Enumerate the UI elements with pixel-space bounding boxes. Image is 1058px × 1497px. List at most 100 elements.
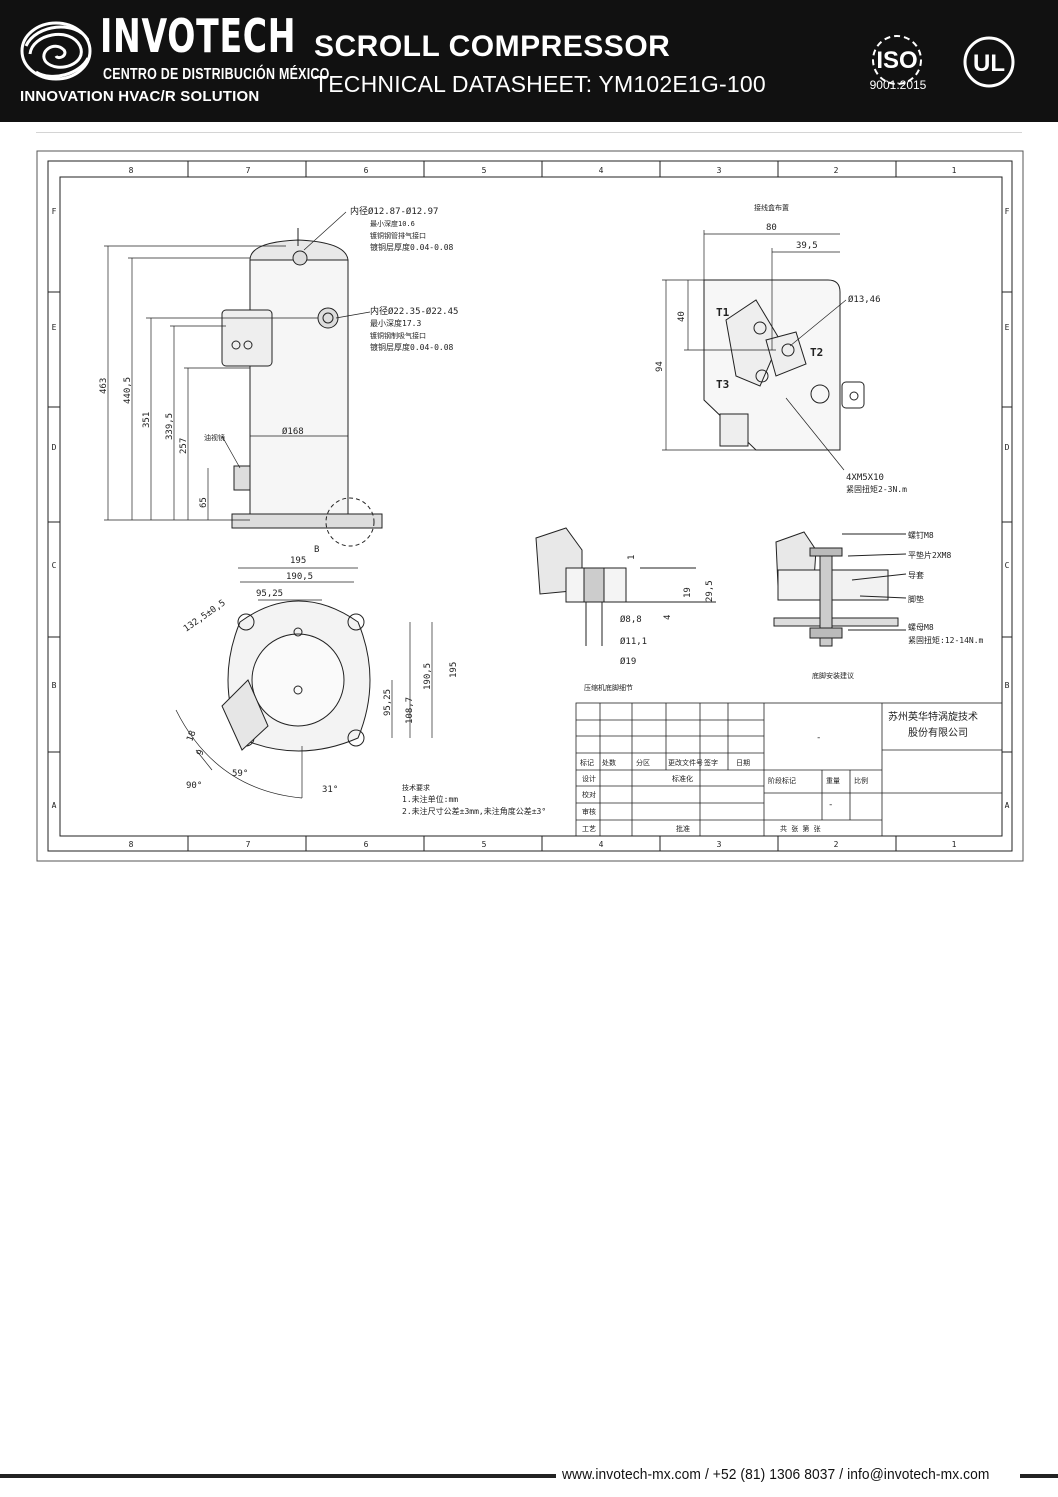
tb-dash2: - xyxy=(828,800,833,810)
col-label: 6 xyxy=(364,166,369,175)
col-label: 1 xyxy=(952,840,957,849)
row-label: B xyxy=(1005,681,1010,690)
side-dimensions xyxy=(104,211,371,521)
dim-168: Ø168 xyxy=(282,426,304,437)
iso-year: 9001:2015 xyxy=(869,78,927,92)
dim-4405: 440,5 xyxy=(123,377,133,404)
dim-18: 18 xyxy=(185,729,198,743)
dim-111: Ø11,1 xyxy=(620,636,647,647)
row-label: A xyxy=(52,801,57,810)
footer-rule-end xyxy=(1020,1474,1058,1478)
tb-dash: - xyxy=(816,733,821,743)
col-label: 6 xyxy=(364,840,369,849)
mount-recommendation xyxy=(773,531,907,647)
detail-b-label: B xyxy=(314,545,319,555)
dim-9525-h: 95,25 xyxy=(256,589,283,599)
mount-torque: 紧固扭矩:12-14N.m xyxy=(908,635,984,645)
tb-h-count: 处数 xyxy=(602,758,616,767)
note-2: 2.未注尺寸公差±3mm,未注角度公差±3° xyxy=(402,806,546,816)
col-label: 5 xyxy=(482,840,487,849)
brand-name: INVOTECH xyxy=(100,9,297,63)
title-block xyxy=(575,702,1003,837)
dim-4: 4 xyxy=(663,615,673,620)
col-label: 3 xyxy=(717,840,722,849)
tb-h-sign: 签字 xyxy=(704,758,718,767)
suction-note: 内径Ø22.35-Ø22.45 xyxy=(370,305,458,317)
dim-80: 80 xyxy=(766,223,777,233)
dim-295: 29,5 xyxy=(705,580,715,602)
angle-59: 59° xyxy=(232,769,248,779)
row-label: C xyxy=(1005,561,1010,570)
header-banner: INVOTECH CENTRO DE DISTRIBUCIÓN MÉXICO I… xyxy=(0,0,1058,122)
dim-19: 19 xyxy=(683,587,693,598)
row-label: E xyxy=(1005,323,1010,332)
col-label: 8 xyxy=(129,840,134,849)
dim-94: 94 xyxy=(655,361,665,372)
note-1: 1.未注单位:mm xyxy=(402,794,458,804)
tb-r-standard: 标准化 xyxy=(672,774,693,783)
dim-9: 9 xyxy=(195,749,206,758)
t2-label: T2 xyxy=(810,346,823,359)
col-label: 8 xyxy=(129,166,134,175)
tb-r-check: 校对 xyxy=(582,790,596,799)
footer-rule xyxy=(0,1474,556,1478)
sleeve-label: 导套 xyxy=(908,570,924,580)
col-label: 1 xyxy=(952,166,957,175)
ul-mark-icon: UL xyxy=(963,36,1015,88)
angle-90: 90° xyxy=(186,781,202,791)
company-name-2: 股份有限公司 xyxy=(908,726,968,739)
tb-h-zone: 分区 xyxy=(636,758,650,767)
tb-h-scale: 比例 xyxy=(854,776,868,785)
oil-sight-label: 油视镜 xyxy=(204,433,225,442)
row-label: F xyxy=(1005,207,1010,216)
row-label: C xyxy=(52,561,57,570)
screw-note: 4XM5X10 xyxy=(846,473,884,483)
tb-h-doc: 更改文件号 xyxy=(668,758,703,767)
tb-r-review: 审核 xyxy=(582,807,596,816)
terminal-box-view xyxy=(703,279,865,451)
dim-1325: 132,5±0,5 xyxy=(182,598,228,634)
ul-text: UL xyxy=(973,50,1005,77)
tb-h-weight: 重量 xyxy=(826,777,840,785)
dim-88: Ø8,8 xyxy=(620,614,642,625)
suction-note: 镀铜钢制吸气接口 xyxy=(370,331,426,340)
tb-r-design: 设计 xyxy=(582,774,596,783)
dim-195-v: 195 xyxy=(449,662,459,678)
washer-label: 平垫片2XM8 xyxy=(908,550,951,560)
col-label: 2 xyxy=(834,840,839,849)
tb-r-process: 工艺 xyxy=(582,825,596,833)
col-label: 7 xyxy=(246,840,251,849)
dim-1905-v: 190,5 xyxy=(423,663,433,690)
t3-label: T3 xyxy=(716,378,729,391)
torque-note: 紧固扭矩2-3N.m xyxy=(846,484,907,494)
page-title: SCROLL COMPRESSOR xyxy=(314,30,671,63)
dim-395: 39,5 xyxy=(796,241,818,251)
tb-h-mark: 标记 xyxy=(580,758,594,767)
discharge-note: 镀铜层厚度0.04-0.08 xyxy=(370,242,454,252)
terminal-title: 接线盒布置 xyxy=(754,203,789,212)
tb-h-stage: 阶段标记 xyxy=(768,776,796,785)
dim-1346: Ø13,46 xyxy=(848,294,881,305)
row-label: E xyxy=(52,323,57,332)
t1-label: T1 xyxy=(716,306,730,319)
page-subtitle: TECHNICAL DATASHEET: YM102E1G-100 xyxy=(314,71,766,97)
mount-caption: 底脚安装建议 xyxy=(812,671,854,680)
dim-40: 40 xyxy=(677,311,687,322)
dim-1087: 108,7 xyxy=(405,697,415,724)
header-separator xyxy=(36,132,1022,133)
suction-note: 镀铜层厚度0.04-0.08 xyxy=(370,342,454,352)
dim-351: 351 xyxy=(142,412,152,428)
company-name-1: 苏州英华特涡旋技术 xyxy=(888,710,978,723)
row-label: B xyxy=(52,681,57,690)
swirl-logo-icon xyxy=(20,21,92,81)
dim-65: 65 xyxy=(199,497,209,508)
col-label: 5 xyxy=(482,166,487,175)
brand-tagline: INNOVATION HVAC/R SOLUTION xyxy=(20,88,260,105)
row-label: F xyxy=(52,207,57,216)
col-label: 2 xyxy=(834,166,839,175)
col-label: 4 xyxy=(599,840,604,849)
angle-31: 31° xyxy=(322,785,338,795)
notes-title: 技术要求 xyxy=(402,783,430,792)
dim-3395: 339,5 xyxy=(165,413,175,440)
brand-subtitle: CENTRO DE DISTRIBUCIÓN MÉXICO xyxy=(103,66,330,83)
